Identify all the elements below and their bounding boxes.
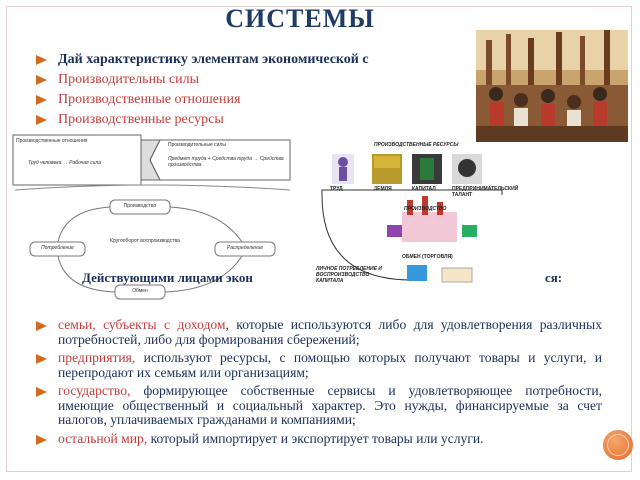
bullet-item: предприятия, используют ресурсы, с помощ…	[36, 350, 602, 380]
consumption-label: ЛИЧНОЕ ПОТРЕБЛЕНИЕ И ВОСПРОИЗВОДСТВО КАП…	[316, 266, 382, 284]
production-resources-diagram: ПРОИЗВОДСТВЕННЫЕ РЕСУРСЫ ТРУД ЗЕМЛЯ КАПИ…	[302, 140, 532, 298]
cycle-distribution-label: Распределение	[226, 245, 264, 251]
bullet-arrow-icon	[36, 354, 47, 364]
bullet-item: Производительны силы	[36, 70, 369, 90]
bullet-arrow-icon	[36, 95, 47, 105]
actors-intro-text: Действующими лицами экон	[82, 270, 253, 285]
bullet-arrow-icon	[36, 387, 47, 397]
production-label: ПРОИЗВОДСТВО	[404, 206, 447, 212]
forces-box-text: Предмет труда + Средства труда → Средств…	[168, 156, 284, 168]
resource-entrepreneurship-label: ПРЕДПРИНИМАТЕЛЬСКИЙ ТАЛАНТ	[452, 186, 519, 198]
actors-intro-tail: ся:	[545, 270, 563, 285]
resource-land-label: ЗЕМЛЯ	[374, 186, 392, 192]
bullet-arrow-icon	[36, 321, 47, 331]
resources-header: ПРОИЗВОДСТВЕННЫЕ РЕСУРСЫ	[374, 142, 459, 148]
bullet-arrow-icon	[36, 55, 47, 65]
bullet-item: семьи, субъекты с доходом, которые испол…	[36, 317, 602, 347]
top-bullet-list: Дай характеристику элементам экономическ…	[36, 50, 369, 130]
bullet-arrow-icon	[36, 434, 47, 445]
resource-capital-label: КАПИТАЛ	[412, 186, 436, 192]
cycle-production-label: Производство	[123, 203, 157, 209]
cycle-exchange-label: Обмен	[132, 288, 148, 294]
bullet-item: Производственные ресурсы	[36, 110, 369, 130]
relations-box-text: Труд человека → Рабочая сила	[28, 160, 101, 166]
actors-bullet-list: семьи, субъекты с доходом, которые испол…	[36, 317, 602, 450]
forces-box-title: Производительные силы	[168, 142, 226, 148]
bullet-item: Производственные отношения	[36, 90, 369, 110]
resource-labor-label: ТРУД	[330, 186, 343, 192]
workers-illustration	[476, 30, 628, 142]
cycle-consumption-label: Потребление	[41, 245, 74, 251]
bullet-item: остальной мир, который импортирует и экс…	[36, 431, 602, 447]
relations-box-title: Производственные отношения	[16, 138, 88, 144]
cycle-center-label: Кругооборот воспроизводства	[110, 238, 180, 244]
production-cycle-diagram: Производственные отношения Труд человека…	[10, 130, 295, 305]
exchange-label: ОБМЕН (ТОРГОВЛЯ)	[402, 254, 453, 260]
bullet-arrow-icon	[36, 75, 47, 85]
decorative-circle-icon	[603, 430, 633, 460]
bullet-item: Дай характеристику элементам экономическ…	[36, 50, 369, 70]
bullet-arrow-icon	[36, 115, 47, 125]
slide-frame	[6, 6, 632, 472]
bullet-item: государство, формирующее собственные сер…	[36, 383, 602, 428]
slide-title: СИСТЕМЫ	[225, 4, 375, 33]
